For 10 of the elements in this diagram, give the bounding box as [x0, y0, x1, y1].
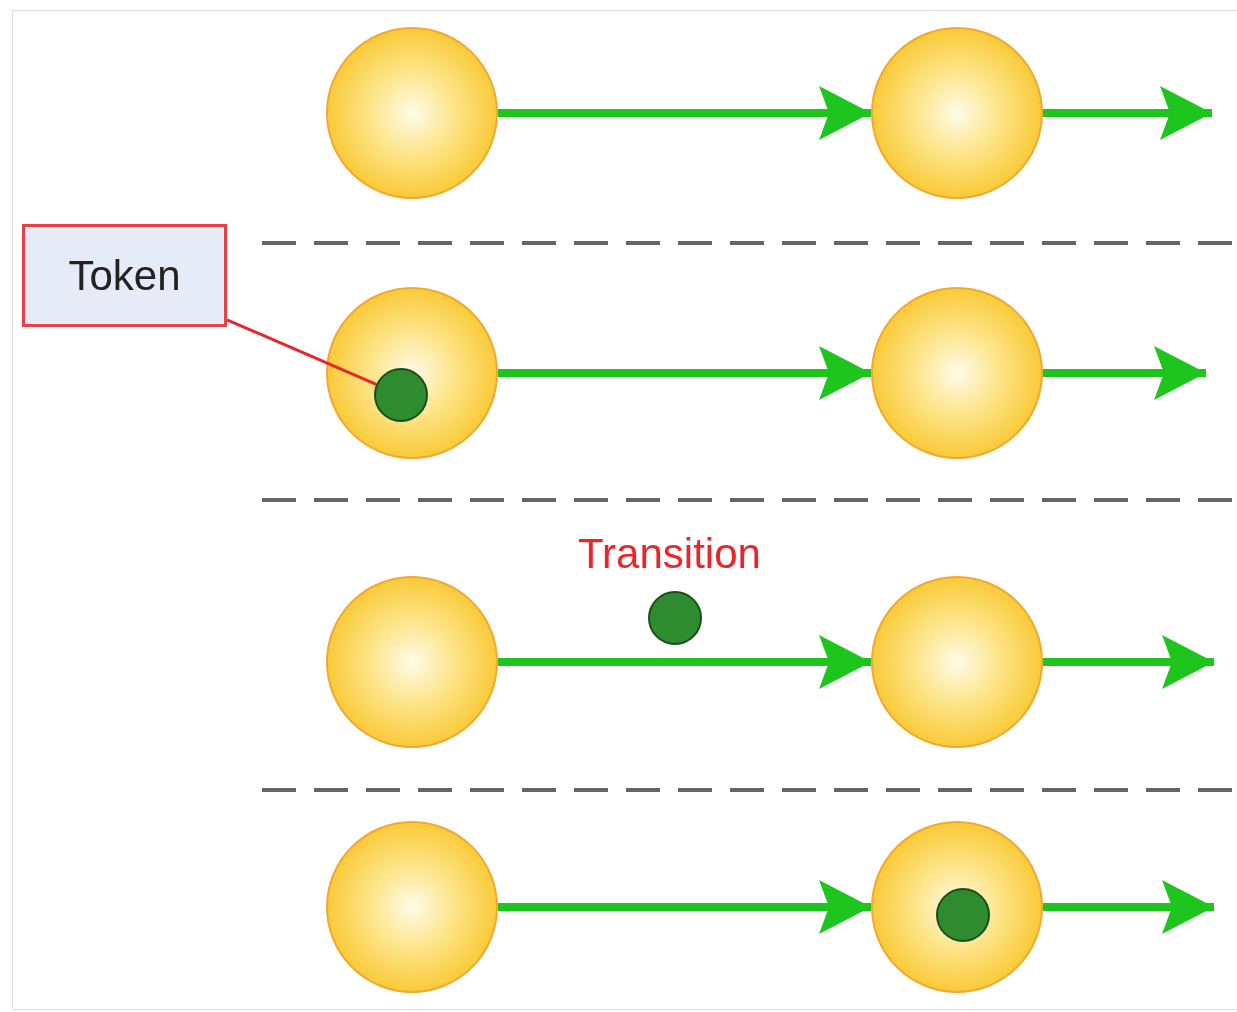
- arrow: [498, 346, 871, 400]
- callout-box: Token: [22, 224, 227, 327]
- token-dot: [936, 888, 990, 942]
- token-dot: [648, 591, 702, 645]
- arrow: [498, 880, 871, 934]
- arrow: [498, 86, 871, 140]
- caption-label: Transition: [578, 530, 761, 578]
- arrow: [498, 635, 871, 689]
- token-dot: [374, 368, 428, 422]
- leader-line: [226, 318, 377, 386]
